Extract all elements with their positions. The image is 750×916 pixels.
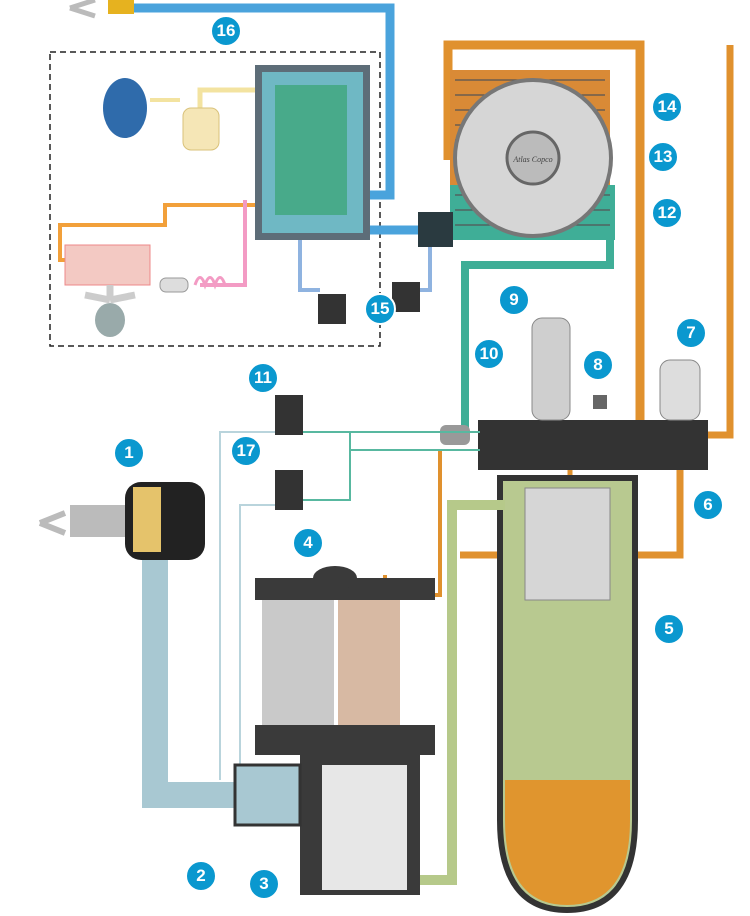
callout-17: 17 xyxy=(230,435,262,467)
minimum-pressure-valve xyxy=(593,395,607,409)
water-separator xyxy=(418,212,453,247)
motor xyxy=(255,578,435,600)
callout-1: 1 xyxy=(113,437,145,469)
callout-5: 5 xyxy=(653,613,685,645)
refrigerant-receiver xyxy=(103,78,147,138)
callout-2: 2 xyxy=(185,860,217,892)
atlas-copco-logo: Atlas Copco xyxy=(512,155,552,164)
compressed-air-outlet-pipe xyxy=(120,3,395,200)
callout-7: 7 xyxy=(675,317,707,349)
dryer-boundary xyxy=(49,51,381,347)
callout-6: 6 xyxy=(692,489,724,521)
callout-11: 11 xyxy=(247,362,279,394)
outlet-arrow-icon xyxy=(69,0,96,19)
callout-12: 12 xyxy=(651,197,683,229)
callout-4: 4 xyxy=(292,527,324,559)
callout-14: 14 xyxy=(651,91,683,123)
air-oil-discharge-pipe xyxy=(410,500,505,885)
drain-valve xyxy=(318,294,346,324)
refrigerant-line-cold xyxy=(200,200,247,287)
solenoid-valve xyxy=(275,470,303,510)
condenser-fan-motor xyxy=(95,303,125,337)
oil-filter xyxy=(659,359,701,421)
inlet-air-pipe xyxy=(142,520,240,808)
callout-3: 3 xyxy=(248,868,280,900)
condenser-fan-icon xyxy=(84,285,136,304)
callout-10: 10 xyxy=(473,338,505,370)
oil-manifold xyxy=(478,420,708,470)
check-valve xyxy=(440,425,470,445)
oil-separator-element xyxy=(531,317,571,421)
oil-pipe xyxy=(443,40,645,420)
callout-16: 16 xyxy=(210,15,242,47)
callout-13: 13 xyxy=(647,141,679,173)
refrigerant-condenser xyxy=(64,244,151,286)
drain-valve xyxy=(392,282,420,312)
inlet-valve xyxy=(233,763,302,827)
callout-9: 9 xyxy=(498,284,530,316)
callout-8: 8 xyxy=(582,349,614,381)
inlet-arrow-icon xyxy=(38,510,67,536)
outlet-valve-icon xyxy=(108,0,134,14)
cooled-air-pipe xyxy=(461,240,614,430)
solenoid-valve xyxy=(275,395,303,435)
refrigerant-separator xyxy=(182,107,220,151)
callout-15: 15 xyxy=(364,293,396,325)
